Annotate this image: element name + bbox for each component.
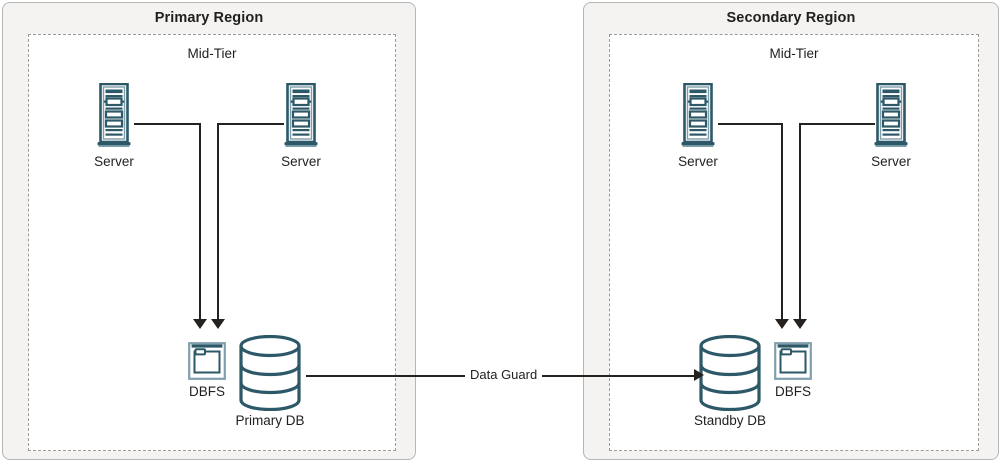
dbfs-label-secondary: DBFS — [774, 384, 811, 399]
data-guard-label: Data Guard — [465, 367, 543, 382]
midtier-secondary-title: Mid-Tier — [769, 46, 819, 61]
dbfs-icon-primary — [188, 342, 226, 380]
connector-secondary-1-vertical — [781, 123, 783, 321]
region-primary-title: Primary Region — [154, 10, 264, 26]
server-label-primary-2: Server — [281, 154, 321, 169]
connector-primary-1-vertical — [199, 123, 201, 321]
database-label-primary: Primary DB — [235, 413, 305, 428]
dbfs-label-primary: DBFS — [188, 384, 225, 399]
database-icon-primary — [238, 335, 302, 411]
data-guard-arrowhead — [694, 369, 704, 381]
connector-secondary-2-horizontal — [799, 123, 875, 125]
region-secondary-title: Secondary Region — [726, 10, 856, 26]
server-icon-secondary-1 — [681, 83, 715, 149]
connector-primary-2-horizontal — [217, 123, 284, 125]
server-icon-primary-1 — [97, 83, 131, 149]
connector-secondary-2-vertical — [799, 123, 801, 321]
connector-primary-2-vertical — [217, 123, 219, 321]
midtier-primary: Mid-Tier — [28, 34, 396, 451]
dbfs-icon-secondary — [774, 342, 812, 380]
region-secondary: Secondary Region Mid-Tier Server — [583, 2, 999, 460]
database-icon-secondary — [698, 335, 762, 411]
arrowhead-primary-1 — [193, 319, 207, 329]
arrowhead-secondary-1 — [775, 319, 789, 329]
connector-secondary-1-horizontal — [718, 123, 783, 125]
midtier-secondary: Mid-Tier — [609, 34, 979, 451]
server-icon-secondary-2 — [874, 83, 908, 149]
arrowhead-secondary-2 — [793, 319, 807, 329]
database-label-secondary: Standby DB — [693, 413, 767, 428]
arrowhead-primary-2 — [211, 319, 225, 329]
server-icon-primary-2 — [284, 83, 318, 149]
region-primary: Primary Region Mid-Tier Server — [2, 2, 416, 460]
server-label-secondary-2: Server — [871, 154, 911, 169]
server-label-primary-1: Server — [94, 154, 134, 169]
midtier-primary-title: Mid-Tier — [187, 46, 237, 61]
connector-primary-1-horizontal — [134, 123, 201, 125]
server-label-secondary-1: Server — [678, 154, 718, 169]
